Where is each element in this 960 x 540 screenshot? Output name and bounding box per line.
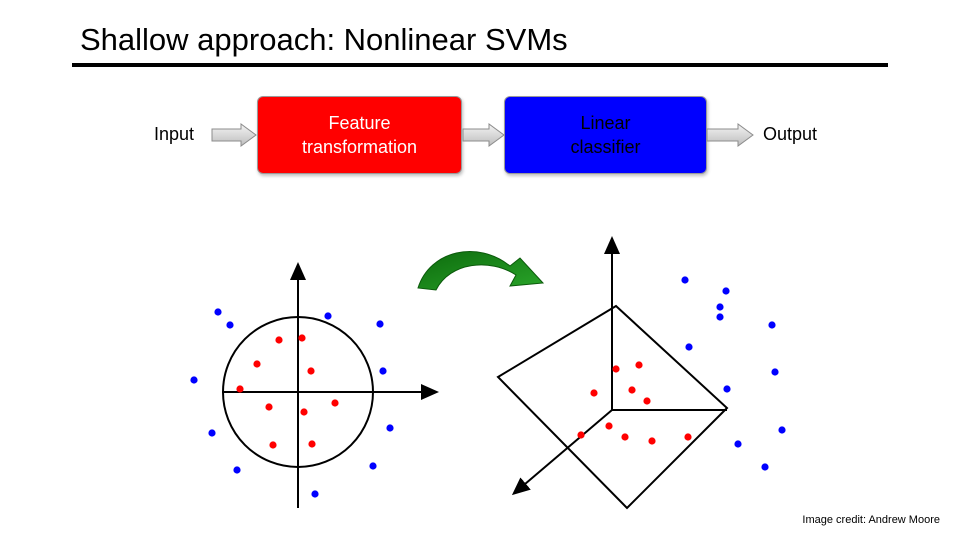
input-red-point-17 bbox=[300, 408, 308, 416]
input-blue-point-10 bbox=[311, 490, 319, 498]
feature-blue-point-0 bbox=[681, 276, 689, 284]
input-blue-point-3 bbox=[376, 320, 384, 328]
input-red-point-19 bbox=[269, 441, 277, 449]
flow-arrow-input bbox=[211, 123, 257, 147]
input-blue-point-7 bbox=[386, 424, 394, 432]
linear-classifier-box: Linear classifier bbox=[504, 96, 707, 174]
separating-plane bbox=[496, 304, 729, 510]
input-blue-point-1 bbox=[226, 321, 234, 329]
feature-blue-point-6 bbox=[771, 368, 779, 376]
output-label: Output bbox=[763, 124, 818, 144]
feature-blue-point-9 bbox=[734, 440, 742, 448]
feature-space-plot bbox=[496, 236, 786, 510]
feature-blue-point-4 bbox=[768, 321, 776, 329]
feature-red-point-15 bbox=[643, 397, 651, 405]
input-label: Input bbox=[154, 124, 195, 144]
image-credit: Image credit: Andrew Moore bbox=[802, 514, 940, 526]
feature-red-point-14 bbox=[590, 389, 598, 397]
feature-red-point-20 bbox=[684, 433, 692, 441]
slide-title: Shallow approach: Nonlinear SVMs bbox=[80, 22, 568, 57]
feature-blue-point-8 bbox=[778, 426, 786, 434]
feature-blue-point-3 bbox=[716, 313, 724, 321]
input-blue-point-8 bbox=[233, 466, 241, 474]
feature-blue-point-7 bbox=[723, 385, 731, 393]
input-space-plot bbox=[190, 262, 439, 508]
input-red-point-11 bbox=[275, 336, 283, 344]
input-blue-point-6 bbox=[208, 429, 216, 437]
mapping-arrow bbox=[417, 251, 545, 291]
feature-red-point-18 bbox=[621, 433, 629, 441]
feature-red-point-13 bbox=[628, 386, 636, 394]
feature-red-point-16 bbox=[605, 422, 613, 430]
input-red-point-14 bbox=[307, 367, 315, 375]
classifier-box-line1: Linear bbox=[580, 113, 631, 133]
title-underline bbox=[72, 63, 888, 67]
input-red-point-13 bbox=[253, 360, 261, 368]
feature-red-point-19 bbox=[648, 437, 656, 445]
input-blue-point-2 bbox=[324, 312, 332, 320]
input-red-point-12 bbox=[298, 334, 306, 342]
input-blue-point-9 bbox=[369, 462, 377, 470]
input-red-point-20 bbox=[308, 440, 316, 448]
feature-axis-3 bbox=[511, 409, 613, 496]
input-blue-point-4 bbox=[190, 376, 198, 384]
feature-box-line1: Feature bbox=[328, 113, 391, 133]
input-blue-point-5 bbox=[379, 367, 387, 375]
feature-red-point-17 bbox=[577, 431, 585, 439]
decision-circle bbox=[222, 316, 374, 468]
classifier-box-line2: classifier bbox=[570, 137, 641, 157]
feature-blue-point-2 bbox=[716, 303, 724, 311]
input-red-point-15 bbox=[236, 385, 244, 393]
feature-red-point-11 bbox=[612, 365, 620, 373]
flow-arrow-output bbox=[706, 123, 754, 147]
input-red-point-18 bbox=[331, 399, 339, 407]
feature-blue-point-5 bbox=[685, 343, 693, 351]
feature-box-line2: transformation bbox=[301, 137, 418, 157]
input-red-point-16 bbox=[265, 403, 273, 411]
input-blue-point-0 bbox=[214, 308, 222, 316]
feature-transformation-box: Feature transformation bbox=[257, 96, 462, 174]
feature-blue-point-1 bbox=[722, 287, 730, 295]
flow-arrow-middle bbox=[462, 123, 505, 147]
feature-blue-point-10 bbox=[761, 463, 769, 471]
feature-red-point-12 bbox=[635, 361, 643, 369]
